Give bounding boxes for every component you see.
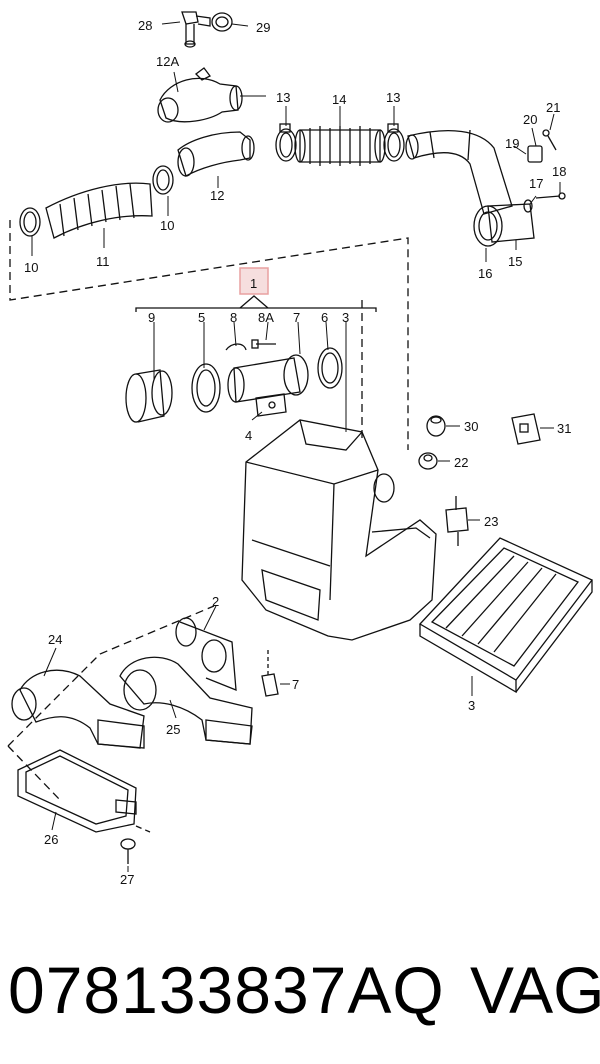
section-boundary	[9, 220, 409, 450]
callout-10-left: 10	[24, 260, 38, 275]
callout-10-right: 10	[160, 218, 174, 233]
callout-4: 4	[245, 428, 252, 443]
callout-19: 19	[505, 136, 519, 151]
hose-12	[177, 131, 255, 177]
callout-3-bottom: 3	[468, 698, 475, 713]
bolt-18	[535, 192, 566, 200]
sensor-31	[511, 413, 541, 445]
callout-2: 2	[212, 594, 219, 609]
callout-11: 11	[96, 254, 110, 269]
callout-3-top: 3	[342, 310, 349, 325]
leader-lines	[31, 21, 561, 872]
part-number: 078133837AQ	[8, 953, 445, 1027]
callout-26: 26	[44, 832, 58, 847]
callout-16: 16	[478, 266, 492, 281]
callout-30: 30	[464, 419, 478, 434]
callout-29: 29	[256, 20, 270, 35]
hose-clamp-10-top	[152, 165, 174, 195]
group-bracket	[135, 307, 377, 312]
grommet-30	[426, 415, 446, 437]
callout-12a: 12A	[156, 54, 179, 69]
connector-2	[175, 617, 237, 691]
callout-21: 21	[546, 100, 560, 115]
callout-1: 1	[250, 276, 257, 291]
hose-24	[11, 669, 145, 749]
callout-23: 23	[484, 514, 498, 529]
air-duct-26	[17, 749, 137, 833]
filter-element-3	[418, 537, 594, 694]
washer-17	[523, 199, 533, 213]
callout-8: 8	[230, 310, 237, 325]
hose-clamp-10-left	[19, 207, 41, 237]
hose-clamp-29	[211, 12, 233, 32]
callout-17: 17	[529, 176, 543, 191]
callout-7-bottom: 7	[292, 677, 299, 692]
sensor-20	[527, 145, 543, 163]
hose-clamp-13-right	[383, 123, 405, 162]
hose-12a	[157, 67, 243, 123]
callout-28: 28	[138, 18, 152, 33]
bolt-27	[120, 838, 136, 864]
nut-22	[418, 452, 438, 470]
clip-8	[225, 343, 247, 351]
exploded-parts-diagram: 28 29 12A 13 14 13 21 20 19 18 17 15 16 …	[7, 11, 594, 887]
callout-20: 20	[523, 112, 537, 127]
callout-1-highlight	[239, 267, 269, 295]
sleeve-9	[125, 369, 173, 423]
footer-bar: 078133837AQ VAG	[0, 935, 600, 1045]
corrugated-hose-14	[294, 126, 386, 166]
seal-ring-6	[317, 347, 343, 389]
callout-31: 31	[557, 421, 571, 436]
connector-4	[227, 354, 309, 417]
callout-13-left: 13	[276, 90, 290, 105]
corrugated-hose-11	[45, 182, 153, 239]
hose-clamp-13-left	[275, 123, 297, 162]
callout-18: 18	[552, 164, 566, 179]
brand-name: VAG	[470, 953, 600, 1027]
rubber-mount-23	[445, 496, 469, 546]
callout-14: 14	[332, 92, 346, 107]
hose-25	[119, 656, 253, 745]
elbow-fitting-28	[181, 11, 211, 48]
hose-clamp-5	[191, 363, 221, 413]
bolt-21	[542, 129, 557, 151]
callout-7-top: 7	[293, 310, 300, 325]
callout-12: 12	[210, 188, 224, 203]
callout-5: 5	[198, 310, 205, 325]
callout-13-right: 13	[386, 90, 400, 105]
screw-8a	[251, 339, 276, 349]
throttle-body-15	[473, 203, 535, 247]
callout-8a: 8A	[258, 310, 274, 325]
callout-24: 24	[48, 632, 62, 647]
callout-27: 27	[120, 872, 134, 887]
callout-25: 25	[166, 722, 180, 737]
air-filter-housing	[241, 419, 437, 641]
callout-9: 9	[148, 310, 155, 325]
callout-22: 22	[454, 455, 468, 470]
callout-6: 6	[321, 310, 328, 325]
callout-15: 15	[508, 254, 522, 269]
intake-pipe	[405, 129, 513, 215]
callout-labels: 28 29 12A 13 14 13 21 20 19 18 17 15 16 …	[24, 18, 571, 887]
clip-7-lower	[261, 650, 279, 697]
